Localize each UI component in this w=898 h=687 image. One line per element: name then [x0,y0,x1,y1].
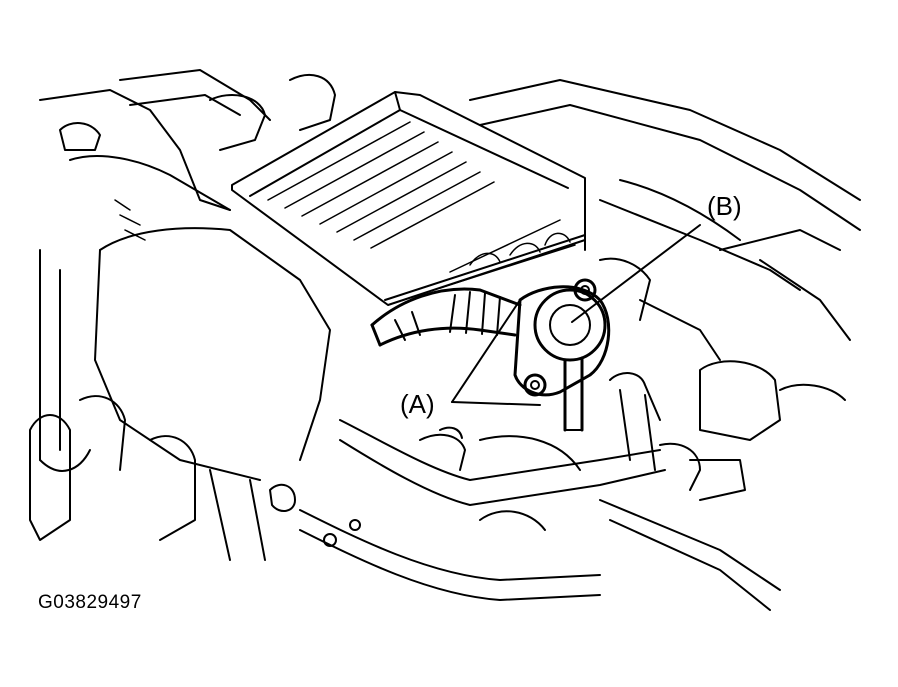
figure-id: G03829497 [38,592,142,613]
lower-hoses [299,419,781,611]
engine-block-left [29,89,331,561]
label-a: (A) [400,389,435,419]
label-b: (B) [707,191,742,221]
leader-a-lower [451,401,541,406]
engine-right-side [469,79,861,471]
throttle-body [513,278,611,432]
leader-lines [451,224,701,406]
upper-left-hoses [119,69,336,151]
intake-cover [231,91,586,306]
intake-duct [370,287,522,347]
leader-a-upper [451,299,521,403]
leader-b [571,224,701,323]
